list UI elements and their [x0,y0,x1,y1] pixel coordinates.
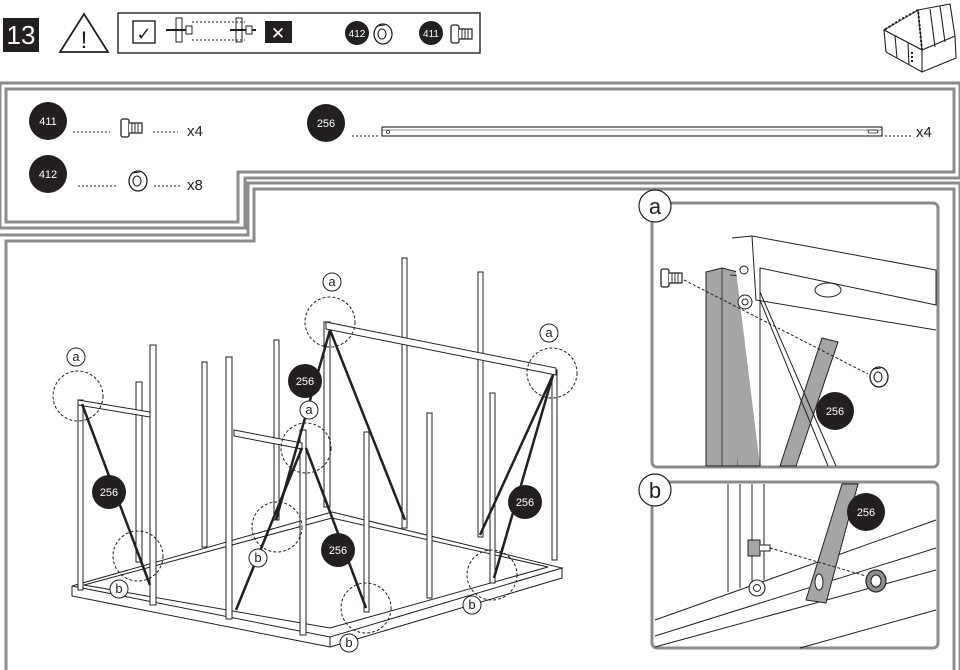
nut-icon [128,170,148,192]
frame-assembly-view [71,257,564,648]
detail-markers: a a a a b b b b [66,272,559,653]
detail-b-panel: b 256 [638,473,940,650]
greenhouse-thumbnail-icon [882,3,957,73]
bolt-icon [120,118,143,138]
part-label-256: 256 [826,406,844,418]
part-badge-256 [307,104,345,142]
step-number: 13 [3,18,39,52]
marker-b: b [345,635,352,650]
svg-text:412: 412 [349,29,366,40]
svg-text:411: 411 [39,116,57,128]
part-label-256: 256 [329,545,347,557]
marker-a: a [545,325,553,340]
nut-icon [373,23,393,45]
parts-list: 411 x4 412 x8 256 x4 [29,102,932,194]
parts-frame [0,81,960,230]
main-part-labels: 256 256 256 256 [92,364,542,567]
detail-b-letter: b [649,478,661,503]
marker-a: a [328,274,336,289]
detail-a-letter: a [649,194,662,219]
nut-icon [748,579,766,597]
part-label-256: 256 [100,487,118,499]
part-badge-411 [29,102,67,140]
incorrect-box-icon [265,21,292,43]
marker-b: b [115,581,122,596]
marker-a: a [72,349,80,364]
correct-incorrect-legend: ✓ ✕ 412 411 [117,12,481,54]
qty-412: x8 [187,177,203,194]
strut-256-drawing [381,126,883,137]
cross-icon: ✕ [271,24,285,43]
marker-b: b [468,597,475,612]
svg-text:!: ! [81,27,88,54]
main-frame [0,181,960,670]
nut-icon [865,569,887,593]
correct-mini-drawing [166,17,256,43]
svg-text:412: 412 [39,169,57,181]
svg-text:256: 256 [317,118,335,130]
check-icon: ✓ [136,24,151,44]
qty-256: x4 [916,124,932,141]
marker-a: a [305,402,313,417]
nut-icon [869,366,889,388]
part-badge-412 [345,21,369,45]
part-label-256: 256 [857,507,875,519]
correct-box-icon [132,20,156,44]
part-label-256: 256 [296,376,314,388]
part-badge-411 [419,21,443,45]
detail-a-panel: a 256 [638,189,940,469]
svg-text:411: 411 [423,29,439,40]
part-label-256: 256 [516,497,534,509]
caution-icon: ! [58,12,110,54]
part-badge-412 [29,155,67,193]
marker-b: b [254,550,261,565]
callout-circles [52,296,578,634]
qty-411: x4 [187,123,203,140]
